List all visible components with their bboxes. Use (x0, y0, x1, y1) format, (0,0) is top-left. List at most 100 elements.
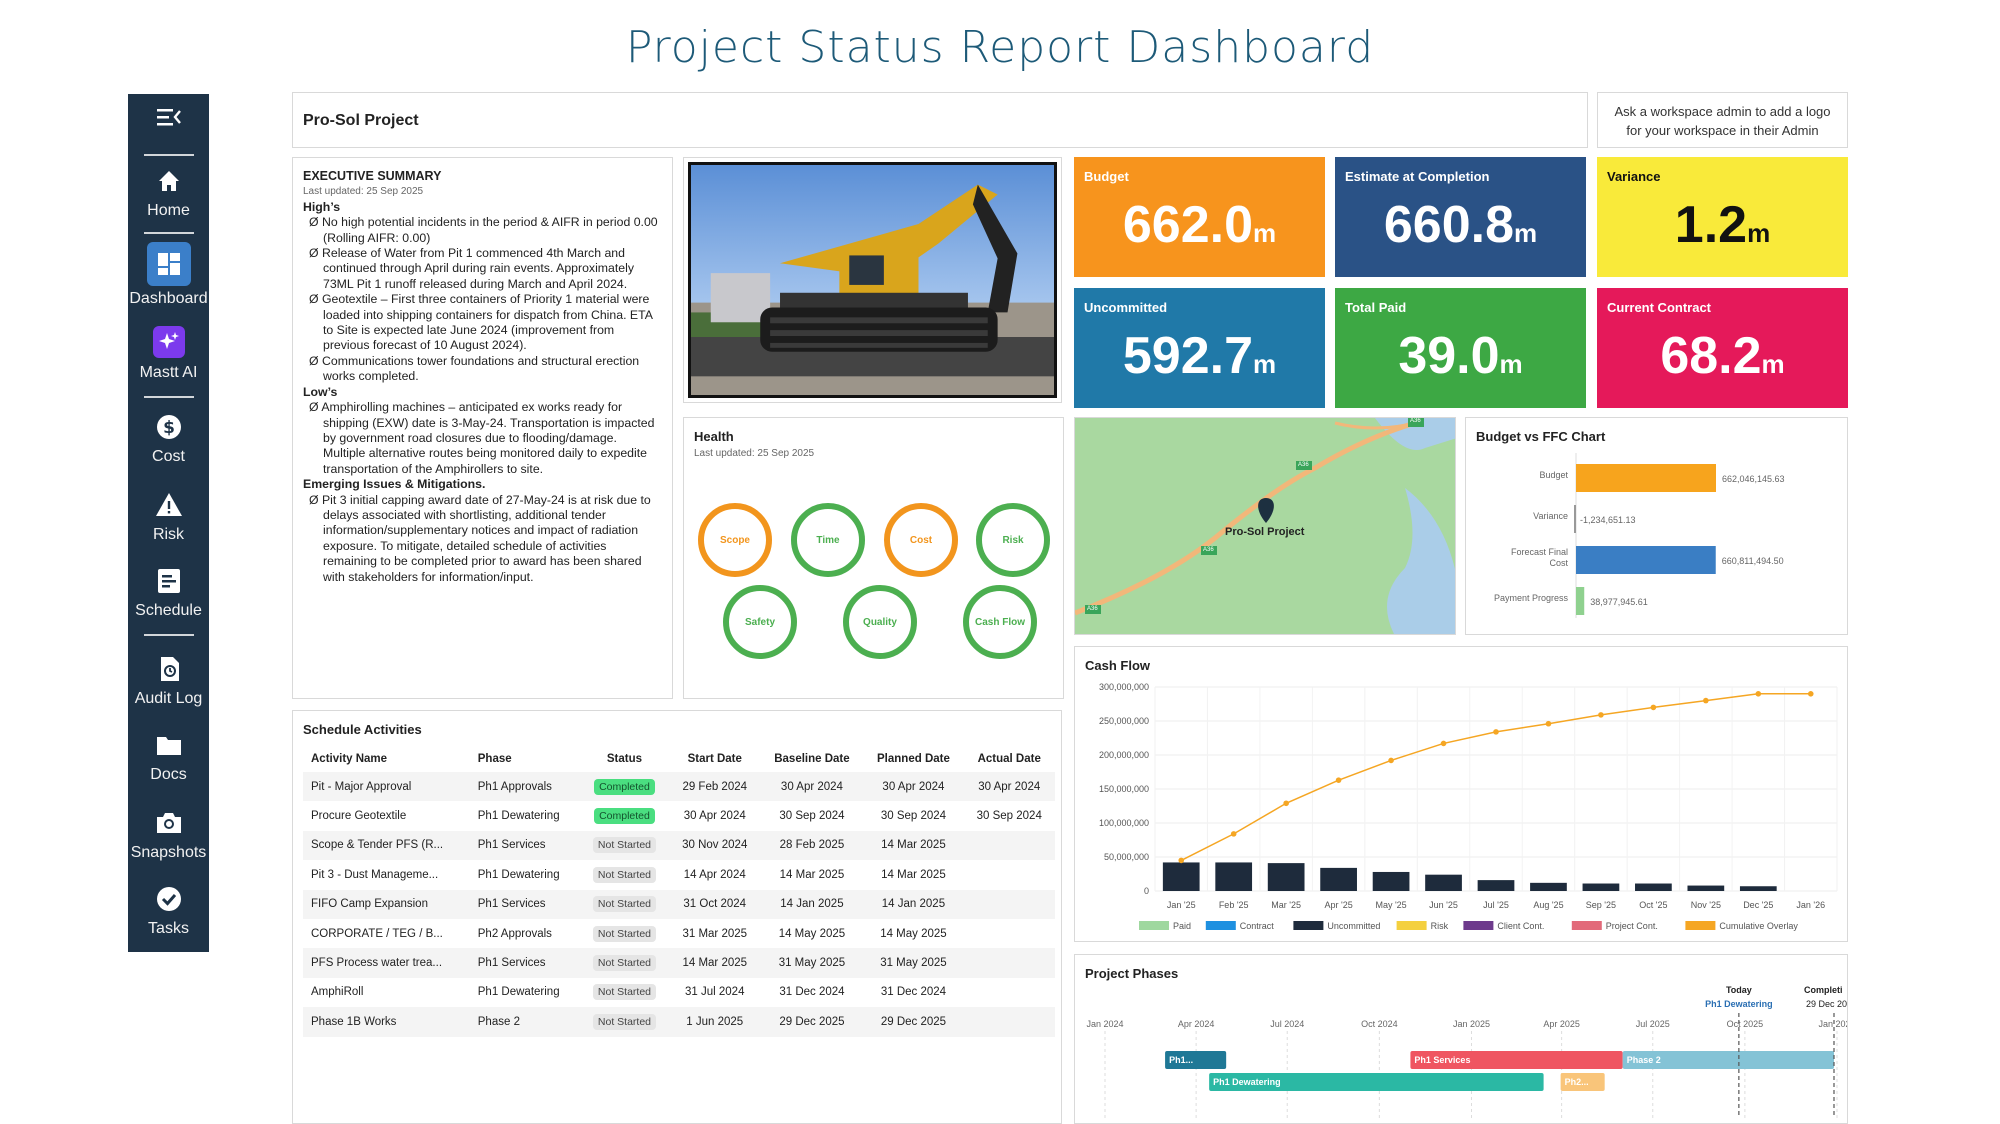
kpi-number: 662.0 (1122, 196, 1253, 254)
cumulative-point (1388, 757, 1394, 764)
x-tick-label: Jan '25 (1167, 900, 1196, 910)
table-cell: Ph1 Dewatering (477, 868, 560, 881)
kpi-tile-estimate-at-completion[interactable]: Estimate at Completion 660.8m (1335, 157, 1586, 277)
bullet-glyph: Ø (309, 246, 322, 261)
sidebar-item-snapshots[interactable]: Snapshots (128, 808, 209, 862)
health-indicator-time[interactable]: Time (791, 503, 865, 577)
sidebar-item-tasks[interactable]: Tasks (128, 884, 209, 938)
health-indicator-scope[interactable]: Scope (698, 503, 772, 577)
legend-label: Paid (1173, 921, 1191, 931)
table-cell: Procure Geotextile (311, 810, 407, 823)
kpi-value: 660.8m (1335, 195, 1586, 255)
column-header[interactable]: Status (579, 745, 670, 772)
legend-label: Contract (1240, 921, 1275, 931)
cumulative-point (1178, 857, 1185, 864)
phase-bar-label: Ph2... (1565, 1077, 1589, 1087)
timeline-label: Jul 2024 (1270, 1019, 1304, 1029)
kpi-unit: m (1514, 218, 1538, 248)
column-header[interactable]: Planned Date (863, 745, 964, 772)
legend-swatch (1293, 921, 1324, 930)
sidebar-divider (144, 232, 194, 234)
phase-bar-label: Ph1 Services (1414, 1055, 1470, 1065)
cash-bar (1582, 883, 1620, 891)
sidebar-item-cost[interactable]: $ Cost (128, 412, 209, 466)
column-header[interactable]: Actual Date (963, 745, 1055, 772)
cumulative-point (1807, 691, 1814, 697)
phase-bar (1560, 1073, 1605, 1091)
table-cell: FIFO Camp Expansion (303, 889, 470, 919)
cumulative-line (1180, 693, 1811, 862)
status-cell: Completed (580, 801, 669, 830)
sidebar-item-dashboard[interactable]: Dashboard (128, 242, 209, 308)
table-cell: 31 Mar 2025 (682, 927, 748, 940)
sidebar-item-schedule[interactable]: Schedule (128, 566, 209, 620)
sidebar-item-label: Home (147, 202, 190, 219)
column-header[interactable]: Baseline Date (760, 745, 864, 772)
timeline-label: Oct 2025 (1727, 1019, 1764, 1029)
cumulative-point (1335, 777, 1342, 783)
logo-placeholder[interactable]: Ask a workspace admin to add a logo for … (1597, 92, 1848, 148)
project-map[interactable]: Pro-Sol Project A36 A36 A36 A36 (1074, 417, 1456, 635)
legend-label: Risk (1431, 921, 1449, 931)
bvf-bar (1576, 587, 1585, 615)
cash-bar (1215, 862, 1253, 891)
column-header[interactable]: Activity Name (303, 745, 470, 772)
health-title: Health (694, 429, 734, 444)
legend-label: Cumulative Overlay (1719, 921, 1798, 931)
sidebar-item-audit-log[interactable]: Audit Log (128, 654, 209, 708)
status-badge: Not Started (592, 866, 657, 883)
y-tick-label: 300,000,000 (1099, 682, 1149, 692)
table-cell: 14 May 2025 (778, 927, 846, 940)
dashboard-icon (146, 242, 191, 286)
cash-bar (1530, 882, 1567, 891)
health-indicator-cost[interactable]: Cost (884, 503, 958, 577)
sidebar-item-label: Cost (152, 448, 185, 465)
table-cell: 30 Nov 2024 (669, 830, 761, 861)
exec-summary-title: EXECUTIVE SUMMARY (303, 169, 442, 183)
status-cell: Not Started (579, 889, 670, 919)
menu-collapse-icon[interactable] (128, 104, 209, 135)
cumulative-point (1440, 740, 1447, 747)
kpi-label: Current Contract (1607, 300, 1712, 315)
health-indicator-risk[interactable]: Risk (976, 503, 1050, 577)
bullet-glyph: Ø (309, 292, 322, 307)
column-header[interactable]: Phase (469, 745, 580, 772)
y-tick-label: 100,000,000 (1099, 818, 1149, 828)
sidebar-item-label: Dashboard (129, 290, 208, 307)
table-cell: 31 Dec 2024 (880, 986, 947, 999)
status-cell: Completed (579, 772, 670, 802)
sidebar-item-risk[interactable]: Risk (128, 490, 209, 544)
table-cell: 30 Sep 2024 (976, 810, 1042, 823)
issues-heading: Emerging Issues & Mitigations. (303, 477, 486, 492)
phase-bar-label: Ph1... (1169, 1055, 1193, 1065)
table-cell: 30 Apr 2024 (863, 772, 964, 802)
sidebar-item-home[interactable]: Home (128, 166, 209, 220)
health-indicator-safety[interactable]: Safety (723, 585, 797, 659)
x-tick-label: Sep '25 (1586, 900, 1616, 910)
health-indicator-cash-flow[interactable]: Cash Flow (963, 585, 1037, 659)
kpi-unit: m (1761, 349, 1785, 379)
kpi-value: 592.7m (1074, 326, 1325, 386)
sidebar-item-mastt-ai[interactable]: Mastt AI (128, 326, 209, 382)
sidebar-item-docs[interactable]: Docs (128, 730, 209, 784)
project-photo (683, 157, 1062, 403)
table-cell: 29 Dec 2025 (863, 1007, 964, 1037)
kpi-label: Estimate at Completion (1345, 169, 1490, 184)
column-header[interactable]: Start Date (669, 745, 761, 772)
health-indicator-quality[interactable]: Quality (843, 585, 917, 659)
